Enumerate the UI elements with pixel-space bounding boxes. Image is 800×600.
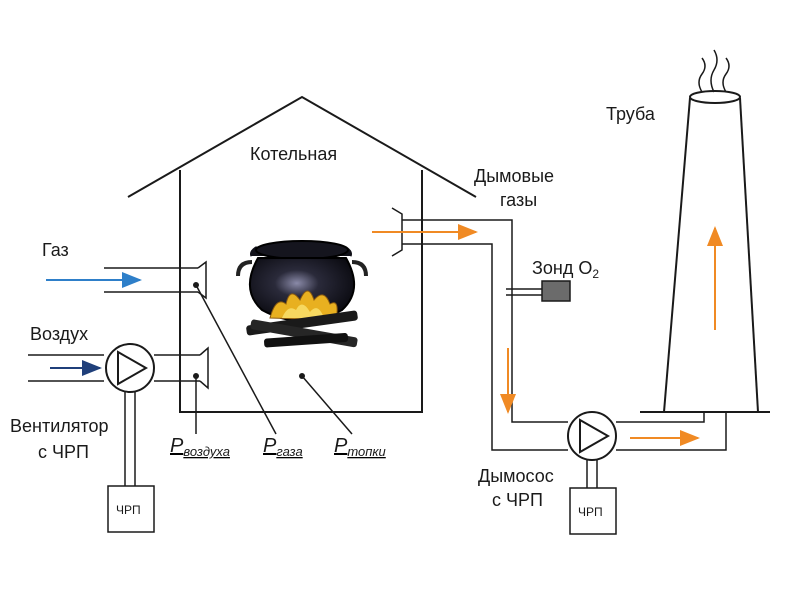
o2-probe-label: Зонд О2: [532, 258, 599, 281]
pressure-gas-label: Pгаза: [263, 435, 303, 459]
fan-label-line2: с ЧРП: [38, 442, 89, 462]
o2-probe-body: [541, 280, 571, 302]
pressure-air-label: Pвоздуха: [170, 435, 230, 459]
stack-label: Труба: [606, 104, 656, 124]
chimney-stack: Труба: [606, 49, 770, 413]
exhauster-vfd-label: ЧРП: [578, 505, 603, 519]
fan-vfd-box: [107, 485, 155, 533]
exhauster-label-line2: с ЧРП: [492, 490, 543, 510]
fire-icon: [246, 290, 358, 348]
pressure-furnace-label: Pтопки: [334, 435, 386, 459]
gas-label: Газ: [42, 240, 69, 260]
gas-inlet: Газ: [42, 240, 207, 300]
pressure-labels: Pвоздуха Pгаза Pтопки: [170, 435, 386, 459]
air-label: Воздух: [30, 324, 88, 344]
exhauster-fan-icon: [567, 411, 617, 461]
exhauster: ЧРП Дымосос с ЧРП: [478, 411, 727, 535]
pressure-sensor-lines: [193, 282, 353, 435]
flue-gases-label-line1: Дымовые: [474, 166, 554, 186]
flue-gases-label-line2: газы: [500, 190, 537, 210]
air-nozzle: [199, 346, 209, 390]
fan-vfd-label: ЧРП: [116, 503, 141, 517]
gas-nozzle: [197, 260, 207, 300]
house-walls: [179, 170, 423, 413]
smoke-icon: [698, 49, 730, 93]
house-roof: [127, 95, 477, 198]
boiler-house: Котельная: [127, 95, 477, 413]
o2-probe: Зонд О2: [506, 258, 599, 302]
boiler-house-label: Котельная: [250, 144, 337, 164]
flue-duct: Дымовые газы: [372, 166, 568, 451]
air-inlet: Воздух ЧРП Вентилятор с ЧРП: [10, 324, 209, 533]
fan-label-line1: Вентилятор: [10, 416, 109, 436]
exhauster-label-line1: Дымосос: [478, 466, 554, 486]
exhauster-vfd-box: [569, 487, 617, 535]
stack-top: [689, 90, 741, 104]
fan-icon: [105, 343, 155, 393]
